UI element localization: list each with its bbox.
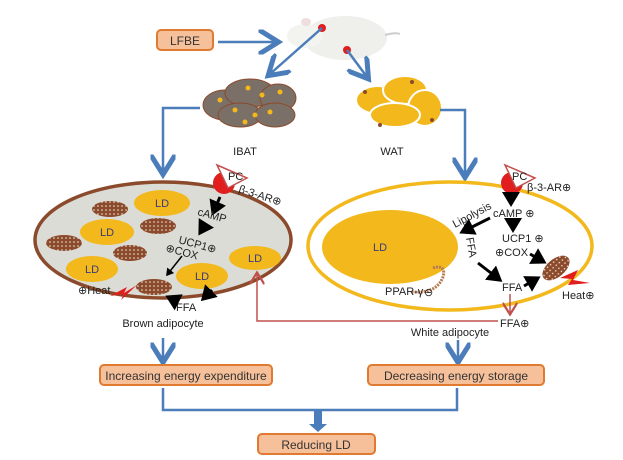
pc-receptor: PC (501, 163, 537, 194)
ppar-gamma-strand (411, 265, 445, 294)
mitochondrion (542, 255, 570, 281)
svg-text:LD: LD (373, 242, 387, 254)
svg-text:LD: LD (100, 227, 114, 239)
ppar-gamma-label: PPAR-γ (385, 286, 424, 298)
svg-text:Reducing LD: Reducing LD (281, 438, 351, 452)
inhibit-icon: ⊖ (424, 287, 433, 299)
arrow-ibat-to-brown-cell (163, 106, 200, 172)
ffa-label: FFA (176, 302, 197, 314)
arrow-wat-to-white-cell (440, 108, 465, 175)
ucp1-label: UCP1 ⊕ (502, 233, 544, 245)
pc-receptor: PC (213, 163, 249, 194)
brown-adipocyte: LD LD LD LD LD PC β-3-AR⊕ cAMP UCP1⊕ ⊕CO… (33, 163, 293, 314)
mouse-image (287, 16, 401, 60)
outcome-energy-storage: Decreasing energy storage (367, 364, 545, 386)
svg-text:PC: PC (228, 171, 243, 183)
white-adipocyte: LD PC β-3-AR⊕ cAMP ⊕ Lipolysis UCP1 ⊕ ⊕C… (306, 163, 594, 312)
outcome-energy-expenditure: Increasing energy expenditure (99, 364, 273, 386)
ffa-inner-label: FFA (463, 236, 478, 259)
svg-text:LD: LD (155, 198, 169, 210)
ffa-feedback-arrow (257, 274, 498, 322)
heat-label: ⊕Heat (78, 285, 110, 297)
svg-text:PC: PC (512, 171, 527, 183)
svg-text:Increasing energy expenditure: Increasing energy expenditure (105, 369, 267, 383)
lfbe-box: LFBE (156, 29, 214, 51)
ibat-label: IBAT (233, 146, 257, 158)
svg-text:Decreasing energy storage: Decreasing energy storage (384, 369, 528, 383)
heat-label: Heat⊕ (562, 290, 594, 302)
lfbe-label: LFBE (170, 34, 200, 48)
lipid-droplets: LD LD LD LD LD (66, 190, 281, 289)
ffa-out-label: FFA⊕ (500, 318, 529, 330)
ffa-label: FFA (502, 282, 523, 294)
wat-label: WAT (380, 146, 403, 158)
arrow-to-wat (345, 49, 367, 77)
wat-tissue (355, 75, 443, 128)
mitochondria (46, 201, 176, 295)
merge-connector (161, 388, 459, 412)
heat-bolt-icon (110, 285, 137, 300)
white-adipocyte-caption: White adipocyte (411, 327, 489, 339)
svg-text:LD: LD (195, 271, 209, 283)
svg-text:LD: LD (248, 253, 262, 265)
final-outcome-box: Reducing LD (257, 433, 376, 455)
arrow-to-ibat (270, 27, 323, 74)
thick-down-arrow-icon (309, 410, 327, 432)
svg-text:LD: LD (85, 264, 99, 276)
beta3-ar-label: β-3-AR⊕ (527, 182, 571, 194)
heat-bolt-icon (560, 270, 590, 285)
brown-adipocyte-caption: Brown adipocyte (122, 318, 203, 330)
cox-label: ⊕COX (495, 247, 529, 259)
large-lipid-droplet (322, 210, 458, 284)
ibat-tissue (202, 78, 297, 128)
camp-label: cAMP ⊕ (493, 208, 534, 220)
